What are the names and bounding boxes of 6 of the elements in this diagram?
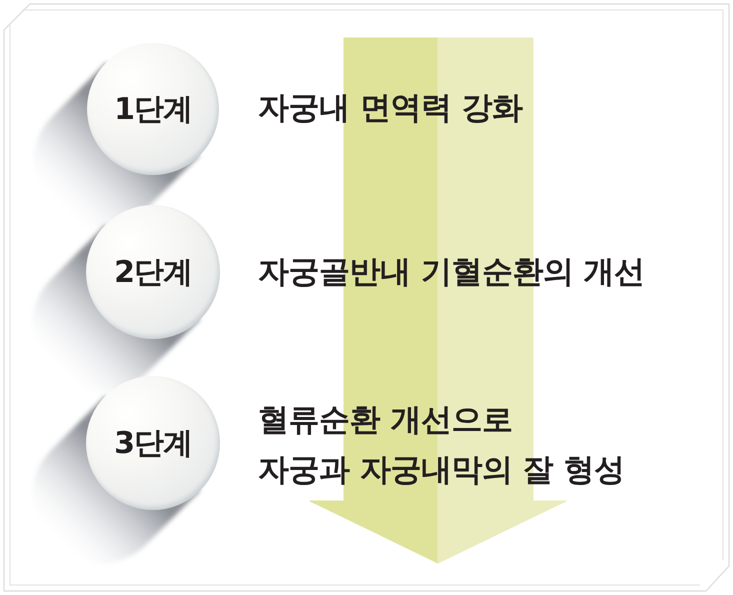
- step-label: 2단계: [114, 256, 192, 288]
- step-label: 3단계: [114, 426, 192, 460]
- step-description: 자궁내 면역력 강화: [258, 89, 523, 128]
- step-label: 1단계: [114, 92, 192, 126]
- step-description: 자궁골반내 기혈순환의 개선: [258, 253, 645, 292]
- step-description: 혈류순환 개선으로 자궁과 자궁내막의 잘 형성: [258, 401, 624, 490]
